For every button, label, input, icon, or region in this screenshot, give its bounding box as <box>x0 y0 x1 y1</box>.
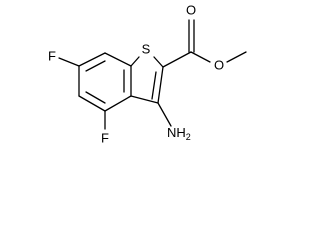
bond-c6-fluorine <box>58 57 80 67</box>
bond-c2-c3-inner <box>151 71 157 100</box>
bond-benzene-inner-top-left <box>85 60 106 72</box>
amino-nh-label: NH <box>167 125 186 140</box>
fluorine-bottom-label: F <box>101 130 109 145</box>
bond-ring-fusion-to-sulfur <box>130 56 140 67</box>
bond-c3-amino <box>157 102 172 127</box>
bond-c2-carbonyl <box>162 51 192 68</box>
bond-c3-ring-fusion <box>130 95 159 104</box>
bond-carbonyl-ester-oxygen <box>190 51 211 63</box>
bond-benzene-top-right <box>104 52 132 67</box>
ester-oxygen-label: O <box>214 57 224 72</box>
carbonyl-oxygen-label: O <box>186 2 196 17</box>
bond-ester-oxygen-methyl <box>226 51 247 63</box>
bond-sulfur-to-c2 <box>153 56 164 68</box>
fluorine-top-label: F <box>48 48 56 63</box>
bond-c2-c3 <box>157 66 164 104</box>
bond-benzene-bottom-left <box>78 95 106 112</box>
amino-subscript-label: 2 <box>186 132 191 142</box>
bond-benzene-inner-bottom-left <box>85 91 106 104</box>
bond-benzene-top-left <box>78 52 106 67</box>
molecule-diagram: S F F NH2 O O <box>48 2 247 145</box>
amino-group-label: NH2 <box>167 125 191 142</box>
bond-benzene-bottom-right <box>104 95 132 112</box>
molecule-structure: S F F NH2 O O <box>48 2 247 145</box>
sulfur-atom-label: S <box>142 41 151 56</box>
